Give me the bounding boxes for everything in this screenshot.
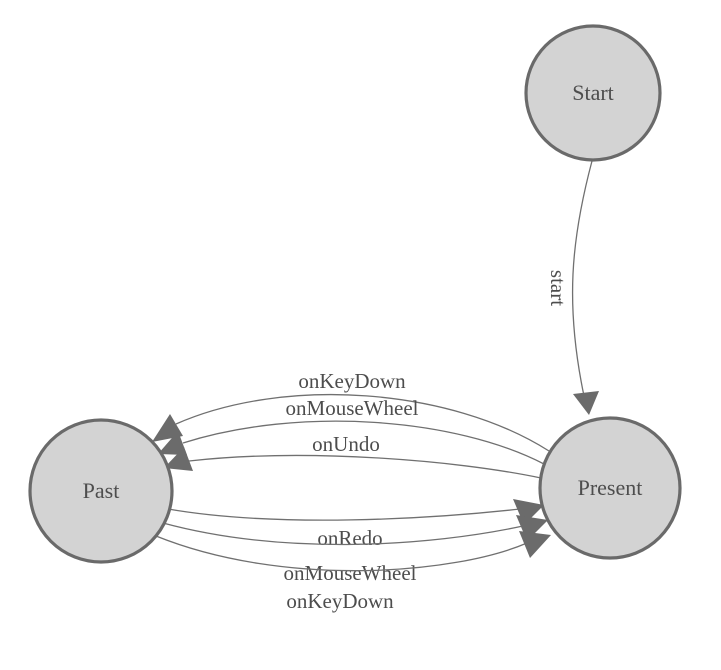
node-past-label: Past [83, 478, 120, 503]
edge-label-onmousewheel-top: onMouseWheel [286, 396, 419, 420]
edge-past-to-present-onmousewheel-line [162, 522, 524, 546]
edge-past-to-present-onmousewheel: onMouseWheel [162, 515, 548, 585]
edge-past-to-present-onkeydown-line [155, 535, 528, 572]
node-start[interactable]: Start [524, 24, 662, 162]
edge-label-onmousewheel-bottom: onMouseWheel [284, 561, 417, 585]
node-start-circle[interactable] [524, 24, 662, 162]
edge-past-to-present-onmousewheel-arrowhead-icon [516, 515, 548, 541]
edge-label-onredo: onRedo [317, 526, 382, 550]
edge-label-start: start [546, 270, 570, 306]
edge-present-to-past-onmousewheel-arrowhead-icon [158, 431, 187, 455]
edge-present-to-past-onmousewheel-line [182, 420, 545, 465]
edge-present-to-past-onkeydown: onKeyDown [152, 369, 550, 452]
node-past[interactable]: Past [28, 418, 174, 564]
edge-present-to-past-onundo: onUndo [164, 432, 542, 479]
edge-past-to-present-onredo: onRedo [167, 499, 544, 550]
edge-present-to-past-onundo-line [188, 454, 542, 479]
node-present-label: Present [578, 475, 643, 500]
edge-label-onundo: onUndo [312, 432, 380, 456]
edge-present-to-past-onmousewheel: onMouseWheel [158, 396, 545, 465]
edge-past-to-present-onredo-arrowhead-icon [513, 499, 544, 525]
edge-label-onkeydown-bottom: onKeyDown [286, 589, 394, 613]
edge-present-to-past-onundo-arrowhead-icon [164, 447, 193, 471]
edge-past-to-present-onkeydown: onKeyDown [155, 531, 551, 613]
edge-label-onkeydown-top: onKeyDown [298, 369, 406, 393]
edge-present-to-past-onkeydown-line [175, 393, 550, 452]
node-present[interactable]: Present [538, 416, 682, 560]
edge-past-to-present-onredo-line [167, 508, 521, 521]
edge-start-to-present-arrowhead-icon [573, 391, 599, 415]
node-present-circle[interactable] [538, 416, 682, 560]
edge-start-to-present: start [546, 160, 599, 415]
edge-start-to-present-line [571, 160, 593, 397]
edge-past-to-present-onkeydown-arrowhead-icon [519, 531, 551, 558]
node-start-label: Start [572, 80, 614, 105]
node-past-circle[interactable] [28, 418, 174, 564]
